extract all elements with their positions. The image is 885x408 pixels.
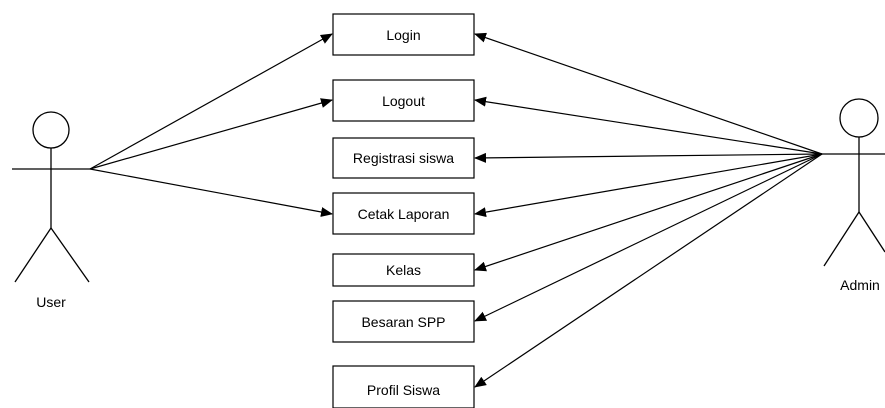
association-admin-registrasi <box>474 152 823 163</box>
usecase-profil-siswa-label: Profil Siswa <box>367 382 440 398</box>
actor-user-left-leg <box>14 227 52 283</box>
usecase-kelas-label: Kelas <box>386 262 421 278</box>
actor-admin-label: Admin <box>840 277 880 293</box>
usecase-login[interactable]: Login <box>332 13 475 56</box>
usecase-logout[interactable]: Logout <box>332 79 475 122</box>
actor-admin-right-leg <box>858 211 885 253</box>
association-admin-logout <box>474 96 823 155</box>
usecase-kelas[interactable]: Kelas <box>332 253 475 287</box>
association-user-login <box>89 33 333 170</box>
association-user-cetak <box>89 168 333 217</box>
usecase-logout-label: Logout <box>382 93 425 109</box>
association-admin-profil <box>474 153 823 388</box>
usecase-cetak-laporan[interactable]: Cetak Laporan <box>332 192 475 235</box>
actor-admin-left-leg <box>823 211 860 267</box>
association-admin-cetak <box>474 153 823 218</box>
association-admin-login <box>474 32 823 155</box>
usecase-registrasi-siswa-label: Registrasi siswa <box>353 150 454 166</box>
association-user-logout <box>89 98 333 170</box>
usecase-besaran-spp[interactable]: Besaran SPP <box>332 300 475 343</box>
usecase-login-label: Login <box>386 27 420 43</box>
association-admin-kelas <box>474 153 823 272</box>
actor-admin-head <box>839 98 879 138</box>
association-admin-besaran <box>474 153 823 322</box>
usecase-besaran-spp-label: Besaran SPP <box>361 314 445 330</box>
actor-admin[interactable] <box>822 98 885 267</box>
associations <box>89 32 823 388</box>
actor-user[interactable] <box>12 111 90 283</box>
usecase-profil-siswa[interactable]: Profil Siswa <box>332 365 475 408</box>
actor-user-label: User <box>36 294 66 310</box>
actor-user-head <box>32 111 70 149</box>
usecase-registrasi-siswa[interactable]: Registrasi siswa <box>332 137 475 179</box>
usecase-cetak-laporan-label: Cetak Laporan <box>358 206 450 222</box>
actor-user-right-leg <box>50 227 90 283</box>
